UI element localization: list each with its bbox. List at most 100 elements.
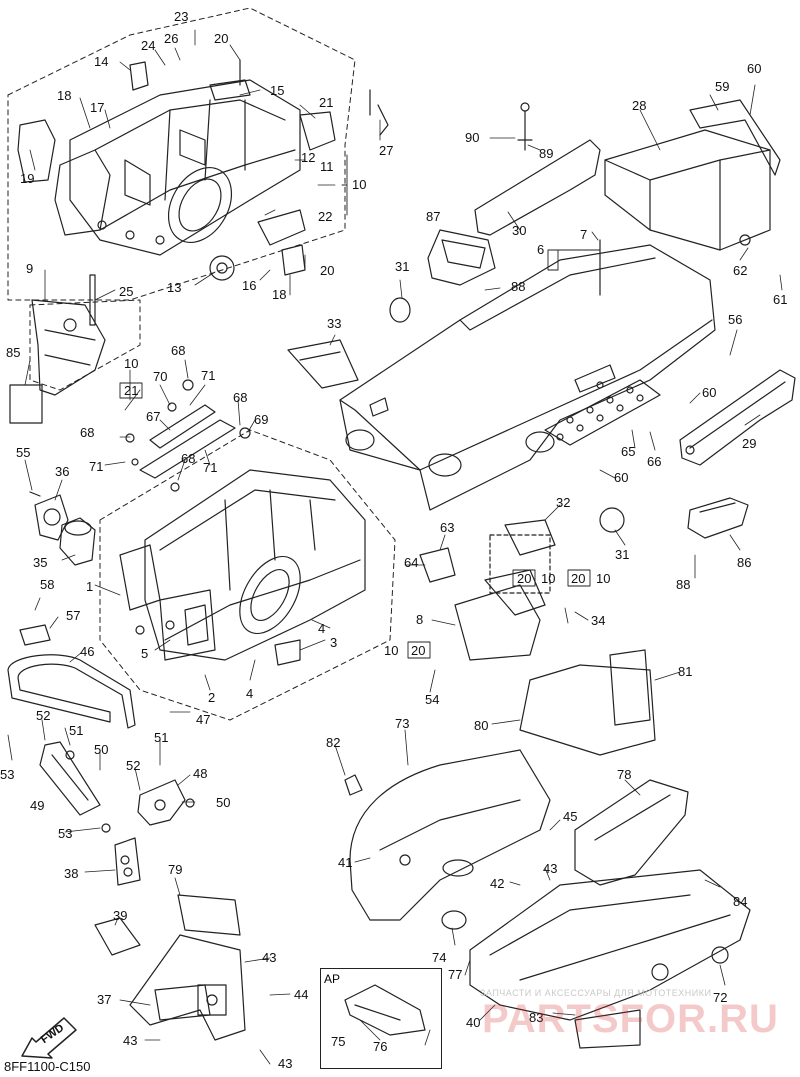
callout-49: 49 xyxy=(30,798,45,813)
bracket-48 xyxy=(101,779,195,886)
callout-46: 46 xyxy=(80,644,95,659)
callout-13: 13 xyxy=(167,280,182,295)
callout-82: 82 xyxy=(326,735,341,750)
callout-2: 2 xyxy=(208,690,216,705)
side-bracket-set xyxy=(9,274,106,424)
fwd-arrow-icon xyxy=(21,1017,77,1059)
callout-66: 66 xyxy=(647,454,662,469)
callout-39: 39 xyxy=(113,908,128,923)
callout-11: 11 xyxy=(320,159,334,174)
callout-31: 31 xyxy=(615,547,630,562)
callout-16: 16 xyxy=(242,278,257,293)
callout-51: 51 xyxy=(154,730,169,745)
callout-79: 79 xyxy=(168,862,183,877)
callout-33: 33 xyxy=(327,316,342,331)
callout-56: 56 xyxy=(728,312,743,327)
callout-68: 68 xyxy=(181,451,196,466)
callout-44: 44 xyxy=(294,987,309,1002)
callout-4: 4 xyxy=(246,686,254,701)
callout-23: 23 xyxy=(174,9,189,24)
callout-57: 57 xyxy=(66,608,81,623)
callout-15: 15 xyxy=(270,83,285,98)
callout-20: 20 xyxy=(411,643,426,658)
callout-25: 25 xyxy=(119,284,134,299)
callout-37: 37 xyxy=(97,992,112,1007)
belly-pan-41 xyxy=(344,749,551,921)
callout-86: 86 xyxy=(737,555,752,570)
mount-brackets-8-32-63 xyxy=(419,519,556,661)
covers-31 xyxy=(389,297,625,533)
callout-28: 28 xyxy=(632,98,647,113)
rail-30 xyxy=(474,102,601,236)
callout-10: 10 xyxy=(352,177,367,192)
callout-18: 18 xyxy=(57,88,72,103)
callout-51: 51 xyxy=(69,723,84,738)
callout-19: 19 xyxy=(20,171,35,186)
callout-60: 60 xyxy=(702,385,717,400)
callout-68: 68 xyxy=(80,425,95,440)
callout-80: 80 xyxy=(474,718,489,733)
callout-89: 89 xyxy=(539,146,554,161)
callout-60: 60 xyxy=(614,470,629,485)
callout-71: 71 xyxy=(89,459,104,474)
callout-48: 48 xyxy=(193,766,208,781)
callout-41: 41 xyxy=(338,855,353,870)
grab-bar-46 xyxy=(7,624,136,729)
lower-brackets-37-39-79 xyxy=(94,894,246,1041)
callout-40: 40 xyxy=(466,1015,481,1030)
callout-88: 88 xyxy=(676,577,691,592)
callout-72: 72 xyxy=(713,990,728,1005)
callout-14: 14 xyxy=(94,54,109,69)
callout-58: 58 xyxy=(40,577,55,592)
callout-29: 29 xyxy=(742,436,757,451)
tunnel-frame-6 xyxy=(339,239,716,511)
callout-38: 38 xyxy=(64,866,79,881)
callout-34: 34 xyxy=(591,613,606,628)
callout-53: 53 xyxy=(58,826,73,841)
callout-64: 64 xyxy=(404,555,419,570)
callout-84: 84 xyxy=(733,894,748,909)
callout-42: 42 xyxy=(490,876,505,891)
callout-9: 9 xyxy=(26,261,34,276)
callout-52: 52 xyxy=(36,708,51,723)
callout-73: 73 xyxy=(395,716,410,731)
callout-50: 50 xyxy=(216,795,231,810)
watermark-tagline: ЗАПЧАСТИ И АКСЕССУАРЫ ДЛЯ МОТОТЕХНИКИ xyxy=(480,988,712,998)
callout-50: 50 xyxy=(94,742,109,757)
callout-20: 20 xyxy=(214,31,229,46)
ap-inset-box xyxy=(320,968,442,1069)
cross-bracket-67 xyxy=(125,379,251,492)
callout-53: 53 xyxy=(0,767,15,782)
callout-87: 87 xyxy=(426,209,441,224)
callout-36: 36 xyxy=(55,464,70,479)
main-frame-1 xyxy=(119,469,366,666)
callout-68: 68 xyxy=(171,343,186,358)
callout-20: 20 xyxy=(320,263,335,278)
callout-61: 61 xyxy=(773,292,788,307)
callout-83: 83 xyxy=(529,1010,544,1025)
callout-69: 69 xyxy=(254,412,269,427)
callout-74: 74 xyxy=(432,950,447,965)
pad-86 xyxy=(687,497,749,539)
callout-1: 1 xyxy=(86,579,94,594)
side-panels-80-81 xyxy=(519,649,656,756)
callout-27: 27 xyxy=(379,143,394,158)
callout-65: 65 xyxy=(621,444,636,459)
callout-31: 31 xyxy=(395,259,410,274)
callout-26: 26 xyxy=(164,31,179,46)
rear-cover-28 xyxy=(604,99,781,251)
callout-22: 22 xyxy=(318,209,333,224)
callout-12: 12 xyxy=(301,150,316,165)
callout-10: 10 xyxy=(596,571,611,586)
callout-brackets xyxy=(119,154,601,659)
callout-70: 70 xyxy=(153,369,168,384)
lower-skid-40-84 xyxy=(441,869,751,1049)
callout-59: 59 xyxy=(715,79,730,94)
callout-7: 7 xyxy=(580,227,588,242)
rail-29 xyxy=(679,369,796,466)
callout-18: 18 xyxy=(272,287,287,302)
leader-lines xyxy=(7,29,783,1065)
callout-90: 90 xyxy=(465,130,480,145)
bracket-33 xyxy=(287,339,359,389)
